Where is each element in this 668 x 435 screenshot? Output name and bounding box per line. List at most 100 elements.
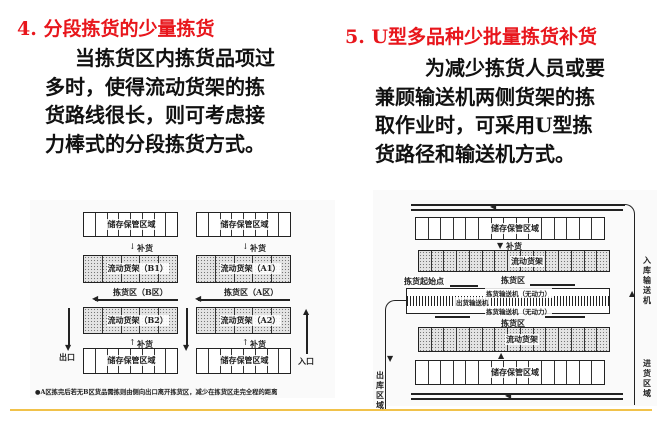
rack-cell: [429, 361, 442, 384]
flow-rack-b1-label: 流动货架（B1）: [106, 263, 169, 274]
rack-cell: [534, 251, 547, 271]
arrow-icon: ↓: [129, 242, 136, 251]
rack-cell: [155, 349, 167, 373]
rack-cell: [483, 251, 496, 271]
replenish-label: 补货: [137, 243, 153, 253]
arrow-down-icon: ▼: [387, 354, 394, 363]
rack-cell: [155, 213, 167, 236]
arrow-up-icon: ▲: [498, 351, 505, 360]
body-line: 货路线很长，则可考虑接: [45, 103, 265, 127]
pick-path: [435, 316, 470, 318]
rack-cell: [542, 361, 555, 384]
right-track: [620, 204, 635, 405]
ship-conveyor-belt: [407, 296, 609, 306]
rack-cell: [597, 328, 609, 351]
body-line: 取作业时，可采用U型拣: [375, 113, 593, 137]
flow-rack-a1-label: 流动货架（A1）: [219, 263, 282, 274]
rack-cell: [197, 256, 216, 282]
rack-cell: [429, 218, 442, 239]
body-line: 力棒式的分段拣货方式。: [45, 131, 265, 156]
start-point-label: 拣货起始点: [403, 276, 445, 287]
divider-line: [10, 409, 652, 411]
rack-cell: [454, 218, 467, 239]
rack-cell: [592, 361, 604, 384]
right-section-body: 为减少拣货人员或要 兼顾输送机两侧货架的拣 取作业时，可采用U型拣 货路径和输送…: [375, 54, 605, 168]
rack-cell: [416, 361, 429, 384]
outbound-area-label: 出库区域: [376, 370, 384, 410]
rack-cell: [567, 361, 580, 384]
body-line: 当拣货区内拣货品项过: [75, 46, 275, 70]
arrow-left-icon: ◀: [505, 391, 512, 400]
rack-cell: [441, 218, 454, 239]
flow-rack-b2-label: 流动货架（B2）: [106, 314, 169, 326]
pick-conveyor-label: 拣货输送机（无动力）: [485, 288, 552, 298]
arrow-left-icon: ◀: [195, 294, 202, 303]
pick-zone-label: 拣货区: [501, 318, 525, 328]
rack-cell: [534, 328, 547, 351]
rack-cell: [166, 213, 177, 236]
rack-cell: [84, 308, 103, 333]
rack-cell: [597, 251, 609, 271]
left-section-body: 当拣货区内拣货品项过 多时，使得流动货架的拣 货路线很长，则可考虑接 力棒式的分…: [45, 44, 275, 158]
storage-label: 储存保管区域: [490, 223, 540, 234]
rack-cell: [279, 349, 290, 373]
arrow-down-icon: ▼: [497, 241, 504, 250]
rack-cell: [546, 251, 560, 271]
exit-label: 出口: [59, 352, 75, 362]
rack-cell: [572, 328, 585, 351]
rack-cell: [580, 218, 593, 239]
replenish-label: 补货: [250, 339, 266, 349]
rack-cell: [279, 213, 290, 236]
rack-cell: [529, 361, 542, 384]
storage-area-label: 储存保管区域: [219, 218, 270, 230]
pick-path: [545, 316, 585, 318]
rack-cell: [559, 251, 572, 271]
replenish-label: 补货: [250, 243, 266, 253]
rack-cell: [580, 361, 593, 384]
pick-conveyor-label: 拣货输送机（无动力）: [485, 306, 552, 316]
pick-path-b: [95, 299, 178, 301]
rack-cell: [483, 328, 496, 351]
arrow-icon: ↑: [129, 338, 136, 347]
pick-path-a: [198, 299, 290, 301]
rack-cell: [470, 328, 483, 351]
rack-cell: [419, 328, 432, 351]
pick-zone-label: 拣货区: [501, 275, 525, 285]
left-section-title: 4. 分段拣货的少量拣货: [17, 18, 215, 40]
storage-label: 储存保管区域: [490, 367, 540, 378]
middle-path: [186, 308, 188, 346]
flow-rack-a2-label: 流动货架（A2）: [219, 314, 282, 326]
rack-cell: [197, 349, 209, 373]
storage-area: [415, 360, 605, 385]
rack-cell: [444, 328, 458, 351]
rack-cell: [432, 251, 445, 271]
flow-rack-label: 流动货架: [505, 334, 539, 345]
storage-area-label: 储存保管区域: [219, 355, 270, 366]
rack-cell: [585, 328, 598, 351]
rack-cell: [444, 251, 458, 271]
arrow-left-icon: ◀: [92, 294, 99, 303]
rack-cell: [84, 256, 103, 282]
arrow-up-icon: ▲: [303, 307, 310, 316]
rack-cell: [457, 328, 470, 351]
pick-path: [530, 284, 575, 286]
ship-conveyor-label: 出货输送机: [455, 297, 490, 307]
bottom-track: [411, 393, 623, 395]
rack-cell: [457, 251, 470, 271]
body-line: 兼顾输送机两侧货架的拣: [375, 84, 595, 109]
storage-area-label: 储存保管区域: [106, 355, 157, 366]
rack-cell: [84, 349, 96, 373]
rack-cell: [470, 251, 483, 271]
rack-cell: [197, 213, 209, 236]
rack-cell: [197, 308, 216, 333]
rack-cell: [432, 328, 445, 351]
rack-cell: [441, 361, 454, 384]
replenish-label: 补货: [137, 339, 153, 349]
figure-caption: ●A区拣完后若无B区货品需拣则由侧向出口离开拣货区，减少在拣货区走完全程的距离: [35, 389, 278, 396]
pick-path: [450, 285, 478, 287]
storage-area-label: 储存保管区域: [106, 218, 157, 230]
rack-cell: [555, 361, 568, 384]
top-track: [411, 209, 623, 211]
top-track: [411, 204, 625, 206]
rack-cell: [555, 218, 568, 239]
